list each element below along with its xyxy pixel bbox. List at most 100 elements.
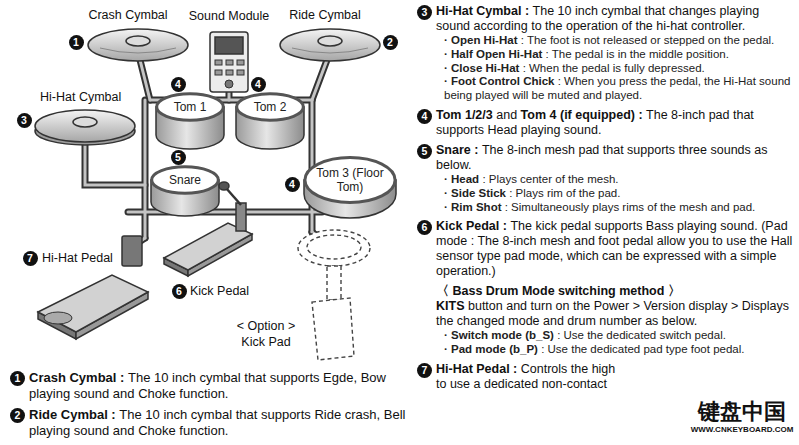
- pad-label-box: Tom 3 (Floor Tom): [315, 166, 385, 194]
- drum-pad: Snare: [151, 166, 219, 194]
- sound-module: [226, 70, 233, 75]
- item-heading: (if equipped) :: [560, 108, 643, 122]
- callout-number: 6: [417, 220, 432, 235]
- item-heading: Snare :: [436, 143, 478, 157]
- callout-number: 4: [417, 109, 432, 124]
- ride-cymbal: [318, 36, 342, 46]
- item-heading: · Rim Shot: [444, 201, 502, 213]
- option-kick-pad: [312, 298, 354, 360]
- item-heading: · Half Open Hi-Hat: [444, 48, 542, 60]
- crash-cymbal: [126, 36, 150, 46]
- item-heading: · Side Stick: [444, 187, 506, 199]
- item-heading: Tom 1/2/3: [436, 108, 493, 122]
- description-line: KITSbutton and turn on the Power > Versi…: [417, 299, 794, 329]
- callout-number: 2: [383, 35, 398, 50]
- option-kick-pad: [307, 235, 361, 259]
- bullet-item: · Foot Control Chick: When you press the…: [417, 75, 794, 103]
- item-text: to use a dedicated non-contact: [436, 377, 791, 392]
- bullet-item: · Head: Plays center of the mesh.: [417, 173, 794, 187]
- pad-label: Tom 1: [174, 100, 207, 114]
- item-heading: · Switch mode (b_S): [444, 329, 554, 341]
- part-name: < Option >: [237, 319, 295, 334]
- item-heading: 〈 Bass Drum Mode switching method 〉: [436, 284, 681, 298]
- hi-hat-cymbal: [73, 117, 97, 127]
- item-text: : Simultaneously plays rims of the mesh …: [505, 201, 756, 213]
- item-heading: Hi-Hat Cymbal :: [436, 4, 529, 18]
- description-item: 5 Snare :The 8-inch mesh pad that support…: [417, 143, 794, 173]
- bullet-item: · Rim Shot: Simultaneously plays rims of…: [417, 201, 794, 215]
- drum-shells: [151, 107, 396, 218]
- callout-number: 3: [417, 5, 432, 20]
- sound-module: [210, 32, 248, 92]
- item-heading: · Pad mode (b_P): [444, 343, 538, 355]
- item-heading: · Foot Control Chick: [444, 75, 555, 87]
- item-text: : Plays center of the mesh.: [482, 173, 618, 185]
- item-heading: Tom 4: [521, 108, 557, 122]
- item-heading: · Head: [444, 173, 479, 185]
- part-name: Kick Pedal: [190, 284, 249, 299]
- part-name: Sound Module: [189, 9, 270, 24]
- hi-hat-pedal: [122, 236, 142, 266]
- item-heading: · Open Hi-Hat: [444, 34, 517, 46]
- crash-cymbal: [88, 29, 188, 61]
- ride-cymbal: [280, 29, 380, 61]
- callout-number: 2: [10, 408, 25, 423]
- part-name: Hi-Hat Cymbal: [40, 90, 121, 105]
- callout-number: 4: [171, 77, 186, 92]
- item-heading: Hi-Hat Pedal :: [436, 362, 517, 376]
- description-item: 2Ride Cymbal :The 10 inch cymbal that su…: [10, 407, 408, 438]
- option-kick-pad: [298, 230, 370, 266]
- watermark: 键盘中国WWW.CNKEYBOARD.COM: [688, 399, 796, 435]
- drum-pad: Tom 2: [236, 93, 304, 121]
- item-heading: Ride Cymbal :: [29, 407, 116, 422]
- item-heading: Kick Pedal :: [436, 219, 507, 233]
- item-heading: Crash Cymbal :: [29, 370, 124, 385]
- option-kick-pad: [327, 266, 341, 300]
- drum-pad: Tom 3 (Floor Tom): [304, 156, 396, 204]
- callout-number: 5: [417, 144, 432, 159]
- part-name: Kick Pad: [241, 335, 290, 350]
- description-item: 1Crash Cymbal :The 10 inch cymbal that s…: [10, 370, 408, 401]
- hi-hat-pedal: [38, 236, 148, 339]
- kick-pedal: [164, 182, 252, 276]
- sound-module: [237, 70, 244, 75]
- pad-outline: [305, 157, 395, 202]
- item-text: : Use the dedicated pad type foot pedal.: [541, 343, 744, 355]
- pad-outline: [157, 94, 224, 120]
- sound-module: [237, 60, 244, 65]
- callout-number: 3: [17, 113, 32, 128]
- pad-label-box: Snare: [169, 173, 201, 187]
- item-text: The 8-inch mesh pad that supports three …: [436, 143, 767, 172]
- part-name: Crash Cymbal: [88, 8, 167, 23]
- bullet-item: · Side Stick: Plays rim of the pad.: [417, 187, 794, 201]
- item-text: : The pedal is in the middle position.: [546, 48, 729, 60]
- description-item: 6Kick Pedal :The kick pedal supports Bas…: [417, 219, 794, 279]
- item-text: : Use the dedicated switch pedal.: [557, 329, 726, 341]
- bullet-item: · Open Hi-Hat: The foot is not released …: [417, 34, 794, 48]
- sound-module: [215, 70, 222, 75]
- kick-pedal: [236, 203, 246, 231]
- hi-hat-pedal: [44, 312, 72, 324]
- bullet-item: · Pad mode (b_P): Use the dedicated pad …: [417, 343, 794, 357]
- pad-label: Tom 2: [254, 100, 287, 114]
- callout-number: 7: [417, 363, 432, 378]
- description-item: 3Hi-Hat Cymbal :The 10 inch cymbal that …: [417, 4, 794, 34]
- sound-module: [210, 32, 248, 92]
- item-text: : Plays rim of the pad.: [509, 187, 620, 199]
- watermark-text: 键盘中国: [688, 399, 796, 425]
- bullet-item: · Switch mode (b_S): Use the dedicated s…: [417, 329, 794, 343]
- sound-module: [215, 37, 243, 54]
- part-name: Hi-Hat Pedal: [42, 251, 113, 266]
- item-heading: KITS: [436, 299, 464, 313]
- hi-hat-pedal: [38, 275, 148, 332]
- item-text: Controls the high: [521, 362, 616, 376]
- kick-pedal: [219, 182, 229, 190]
- ride-cymbal: [292, 48, 368, 53]
- callout-number: 1: [69, 35, 84, 50]
- callout-number: 4: [251, 77, 266, 92]
- part-name: Ride Cymbal: [289, 8, 361, 23]
- watermark-text: WWW.CNKEYBOARD.COM: [688, 425, 796, 435]
- kick-pedal: [226, 188, 241, 205]
- description-line: 〈 Bass Drum Mode switching method 〉: [417, 284, 794, 299]
- callout-number: 5: [171, 150, 186, 165]
